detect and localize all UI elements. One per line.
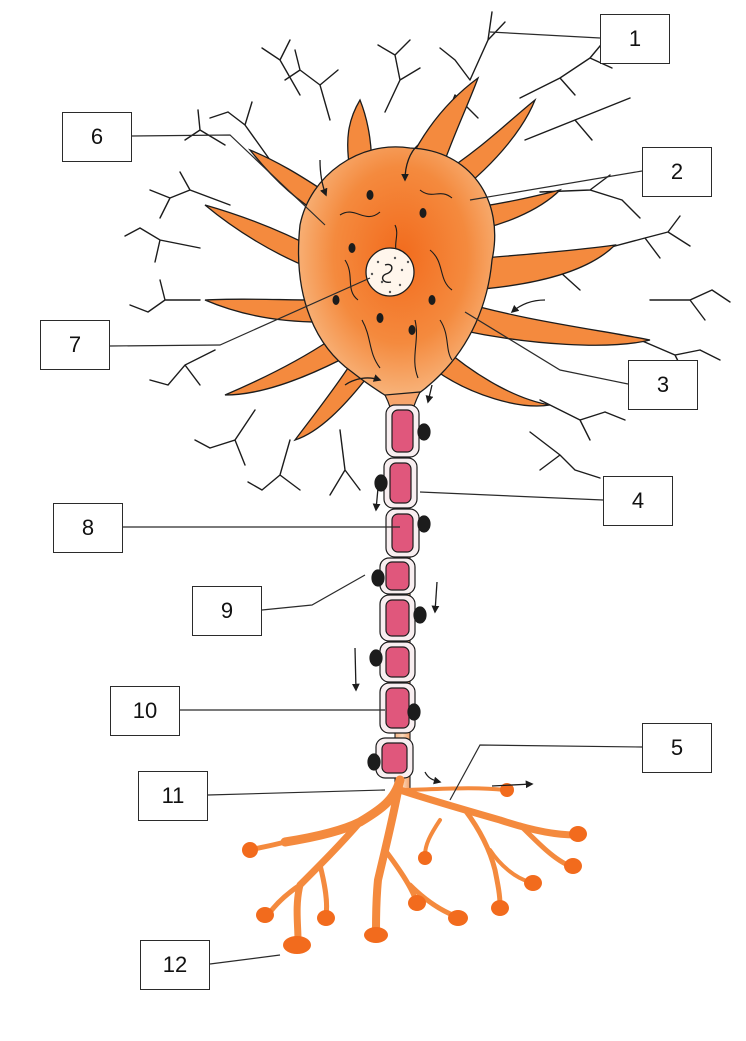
label-box-4: 4 <box>603 476 673 526</box>
label-box-12: 12 <box>140 940 210 990</box>
nucleus <box>365 247 415 297</box>
neurofibrils <box>339 189 453 379</box>
label-box-2: 2 <box>642 147 712 197</box>
schwann-cell-segment <box>379 594 427 642</box>
schwann-cell-segment <box>379 682 421 734</box>
label-box-5: 5 <box>642 723 712 773</box>
dendrite-trunks <box>204 76 651 442</box>
schwann-cell-segment <box>374 457 418 509</box>
label-box-1: 1 <box>600 14 670 64</box>
schwann-cell-segment <box>385 404 431 458</box>
leader-lines <box>109 31 643 965</box>
impulse-arrows <box>319 144 546 789</box>
label-box-11: 11 <box>138 771 208 821</box>
synaptic-knobs <box>242 783 587 954</box>
dendrite-twigs <box>124 11 731 496</box>
schwann-cell-segment <box>371 557 416 595</box>
schwann-cell-segment <box>367 737 414 779</box>
label-box-6: 6 <box>62 112 132 162</box>
label-box-9: 9 <box>192 586 262 636</box>
label-box-3: 3 <box>628 360 698 410</box>
schwann-cell-segment <box>385 508 431 558</box>
axon-terminals <box>247 775 579 944</box>
label-box-8: 8 <box>53 503 123 553</box>
nucleolus <box>381 263 393 284</box>
myelin-sheath <box>367 404 431 779</box>
schwann-cell-segment <box>369 641 416 683</box>
label-box-10: 10 <box>110 686 180 736</box>
nissl-bodies <box>332 190 436 335</box>
label-box-7: 7 <box>40 320 110 370</box>
